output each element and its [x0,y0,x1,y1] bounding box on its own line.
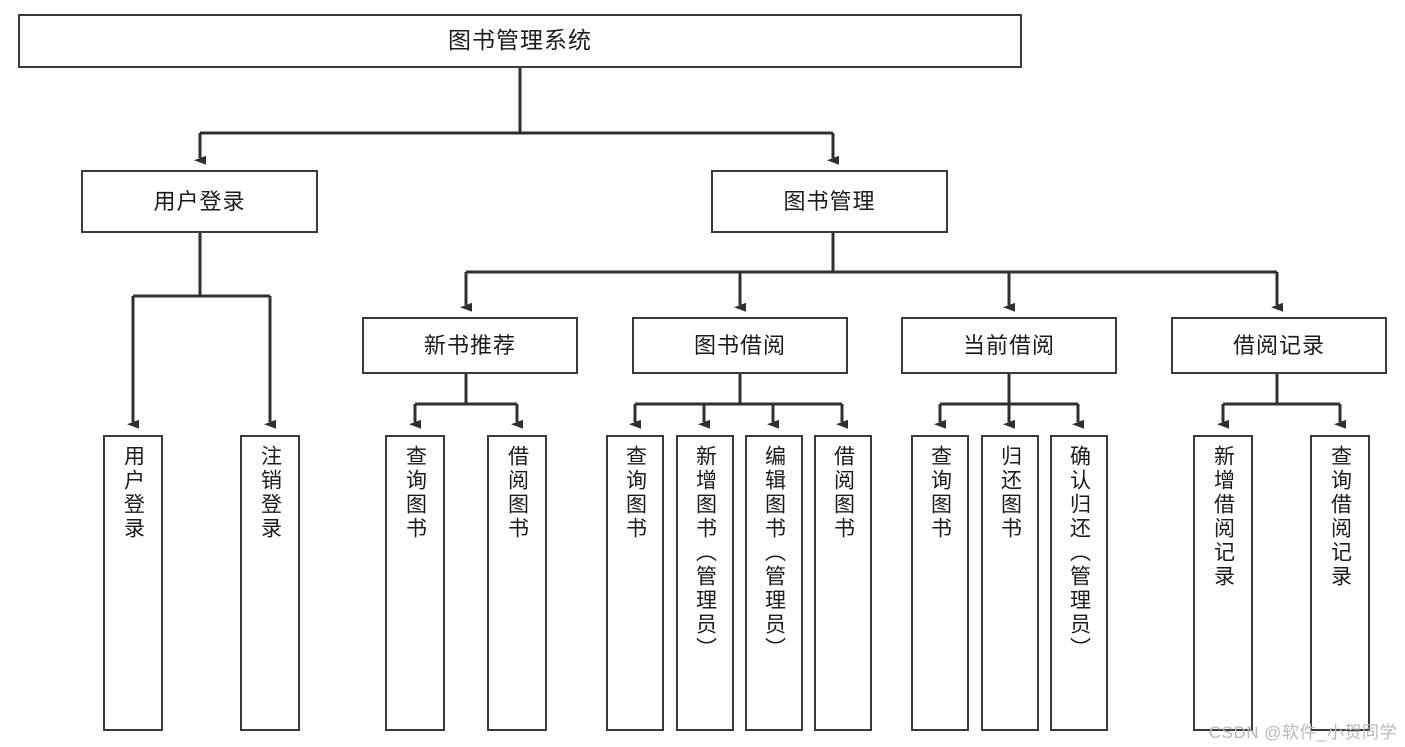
node-query-borrow-record-label: 查询借阅记录 [1328,445,1352,589]
node-book-management[interactable]: 图书管理 [711,170,948,233]
node-book-borrow-label: 图书借阅 [693,332,786,358]
csdn-watermark: CSDN @软件_小贺同学 [1208,723,1397,742]
node-current-borrow[interactable]: 当前借阅 [901,317,1117,374]
node-query-books-3-label: 查询图书 [928,445,952,541]
node-borrow-books-2[interactable]: 借阅图书 [814,435,872,731]
node-edit-book-admin[interactable]: 编辑图书（管理员） [745,435,803,731]
node-query-books-2[interactable]: 查询图书 [606,435,664,731]
node-query-books-1-label: 查询图书 [403,445,427,541]
node-query-books-1[interactable]: 查询图书 [385,435,445,731]
node-current-borrow-label: 当前借阅 [962,332,1055,358]
node-add-borrow-record-label: 新增借阅记录 [1211,445,1235,589]
node-borrow-records[interactable]: 借阅记录 [1171,317,1387,374]
node-return-books[interactable]: 归还图书 [981,435,1039,731]
node-add-book-admin-label: 新增图书（管理员） [693,445,717,661]
node-root[interactable]: 图书管理系统 [18,14,1022,68]
node-user-login[interactable]: 用户登录 [81,170,318,233]
node-add-book-admin[interactable]: 新增图书（管理员） [676,435,734,731]
node-user-login-label: 用户登录 [153,188,246,214]
node-book-borrow[interactable]: 图书借阅 [632,317,848,374]
node-user-logout[interactable]: 注销登录 [240,435,300,731]
node-root-label: 图书管理系统 [448,27,592,54]
node-borrow-records-label: 借阅记录 [1232,332,1325,358]
node-borrow-books-1[interactable]: 借阅图书 [487,435,547,731]
node-book-management-label: 图书管理 [783,188,876,214]
node-user-login-do[interactable]: 用户登录 [103,435,163,731]
node-borrow-books-1-label: 借阅图书 [505,445,529,541]
node-return-books-label: 归还图书 [998,445,1022,541]
node-query-books-3[interactable]: 查询图书 [911,435,969,731]
node-query-borrow-record[interactable]: 查询借阅记录 [1310,435,1370,731]
node-user-logout-label: 注销登录 [258,445,282,541]
node-user-login-do-label: 用户登录 [121,445,145,541]
node-borrow-books-2-label: 借阅图书 [831,445,855,541]
node-new-book-recommend-label: 新书推荐 [423,332,516,358]
node-confirm-return-admin[interactable]: 确认归还（管理员） [1050,435,1108,731]
node-add-borrow-record[interactable]: 新增借阅记录 [1193,435,1253,731]
node-confirm-return-admin-label: 确认归还（管理员） [1067,445,1091,661]
node-query-books-2-label: 查询图书 [623,445,647,541]
node-edit-book-admin-label: 编辑图书（管理员） [762,445,786,661]
node-new-book-recommend[interactable]: 新书推荐 [362,317,578,374]
